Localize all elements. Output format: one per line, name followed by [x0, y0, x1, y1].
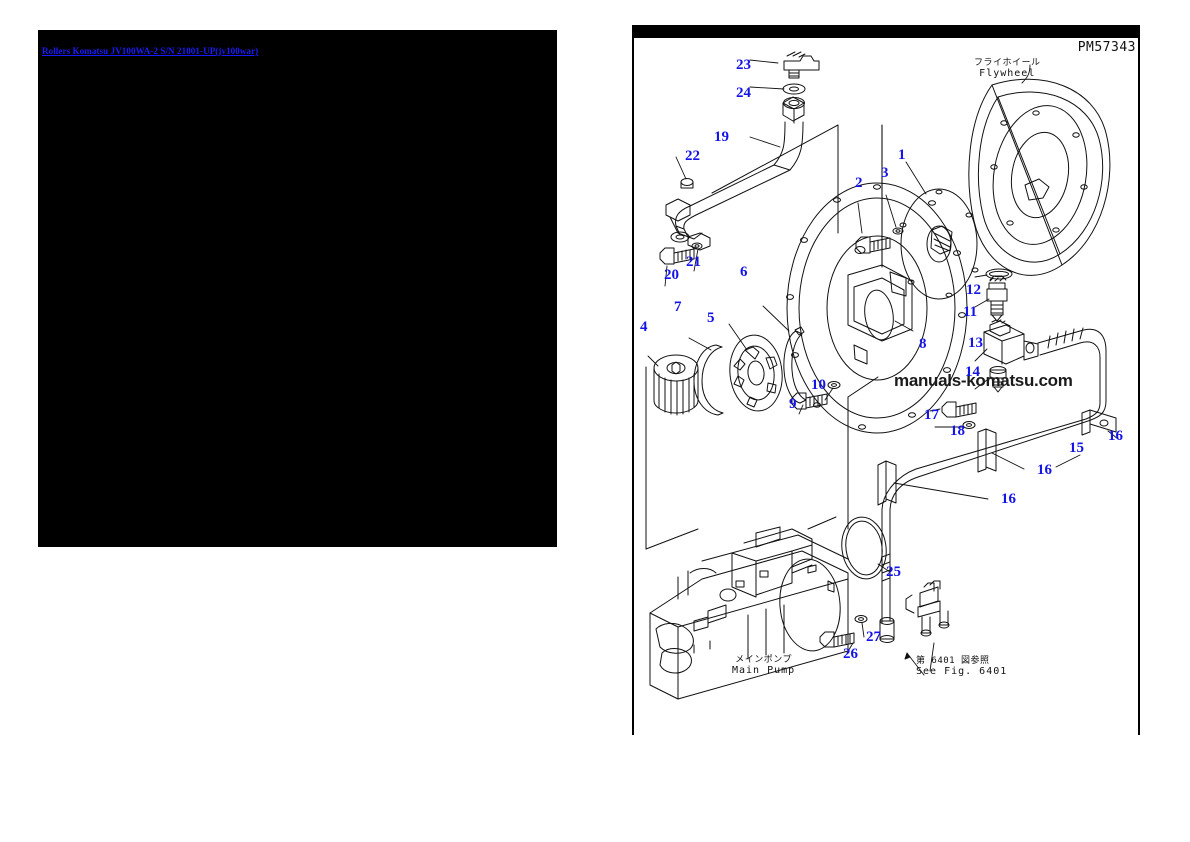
callout-number-4[interactable]: 4 — [640, 319, 648, 335]
part-8-drive-plate — [786, 182, 968, 434]
callout-number-20[interactable]: 20 — [664, 267, 679, 283]
part-14-plug — [989, 366, 1007, 393]
part-7-snap-ring — [693, 344, 724, 416]
frame-right-border — [1138, 38, 1140, 735]
callout-number-16c[interactable]: 16 — [1001, 491, 1016, 507]
part-1-adapter-plate — [899, 188, 979, 300]
part-20-bolt — [659, 247, 695, 265]
part-11-valve-plug — [986, 275, 1008, 322]
main-pump-label: メインポンプ Main Pump — [732, 655, 796, 677]
callout-number-25[interactable]: 25 — [886, 564, 901, 580]
callout-number-22[interactable]: 22 — [685, 148, 700, 164]
figure-reference-label: 第 6401 図参照 See Fig. 6401 — [916, 656, 1008, 678]
part-2-bolt — [854, 236, 891, 254]
callout-number-8[interactable]: 8 — [919, 336, 927, 352]
callout-number-12[interactable]: 12 — [966, 282, 981, 298]
part-26-bolt — [819, 631, 855, 648]
part-13-valve-body — [983, 319, 1039, 365]
assembly-line-drawing — [645, 51, 1119, 700]
diagram-header-bar — [632, 25, 1140, 38]
part-27-washer — [854, 615, 868, 623]
callout-number-16b[interactable]: 16 — [1037, 462, 1052, 478]
part-15-hydraulic-line — [879, 327, 1107, 643]
callout-number-5[interactable]: 5 — [707, 310, 715, 326]
callout-number-17[interactable]: 17 — [924, 407, 939, 423]
frame-left-border — [632, 38, 634, 735]
part-23-plug — [783, 51, 820, 79]
callout-number-19[interactable]: 19 — [714, 129, 729, 145]
part-12-o-ring — [985, 268, 1013, 280]
callout-number-24[interactable]: 24 — [736, 85, 751, 101]
watermark-text: manuals-komatsu.com — [894, 371, 1073, 390]
part-18-washer — [962, 421, 976, 429]
part-number-label: PM57343 — [1077, 40, 1136, 55]
part-5-damper-plate — [729, 334, 783, 412]
part-10-washer — [827, 381, 841, 389]
part-25-o-ring — [841, 516, 887, 580]
callout-number-1[interactable]: 1 — [898, 147, 906, 163]
part-16-clamp-a — [1081, 409, 1117, 436]
callout-number-23[interactable]: 23 — [736, 57, 751, 73]
part-16-clamp-c — [877, 460, 897, 506]
callout-number-16[interactable]: 16 — [1108, 428, 1123, 444]
part-9-bolt — [791, 392, 828, 410]
figure-reference-part — [905, 580, 950, 637]
part-3-washer — [892, 227, 904, 235]
part-22-bolt — [680, 178, 694, 189]
part-17-bolt — [941, 401, 977, 418]
callout-number-10[interactable]: 10 — [811, 377, 826, 393]
callout-number-3[interactable]: 3 — [881, 165, 889, 181]
part-24-washer — [782, 83, 806, 95]
callout-number-21[interactable]: 21 — [686, 254, 701, 270]
callout-number-18[interactable]: 18 — [950, 423, 965, 439]
diagram-frame: PM57343 — [632, 25, 1140, 735]
callout-number-26[interactable]: 26 — [843, 646, 858, 662]
part-19-oil-tube — [665, 96, 805, 251]
callout-number-2[interactable]: 2 — [855, 175, 863, 191]
callout-number-11[interactable]: 11 — [963, 304, 978, 320]
callout-number-6[interactable]: 6 — [740, 264, 748, 280]
callout-number-15[interactable]: 15 — [1069, 440, 1084, 456]
catalog-link[interactable]: Rollers Komatsu JV100WA-2 S/N 21001-UP(j… — [42, 46, 259, 56]
callout-number-27[interactable]: 27 — [866, 629, 881, 645]
flywheel-assembly — [968, 78, 1111, 276]
main-pump-body — [649, 526, 849, 700]
part-6-snap-ring — [783, 326, 807, 404]
part-16-clamp-b — [977, 428, 997, 473]
flywheel-label: フライホイール Flywheel — [974, 58, 1041, 80]
callout-number-14[interactable]: 14 — [965, 364, 980, 380]
callout-number-13[interactable]: 13 — [968, 335, 983, 351]
callout-number-9[interactable]: 9 — [789, 396, 797, 412]
part-21-washer — [691, 242, 703, 250]
part-4-coupling-hub — [653, 354, 699, 416]
callout-number-7[interactable]: 7 — [674, 299, 682, 315]
image-viewer-panel: Rollers Komatsu JV100WA-2 S/N 21001-UP(j… — [38, 30, 557, 547]
